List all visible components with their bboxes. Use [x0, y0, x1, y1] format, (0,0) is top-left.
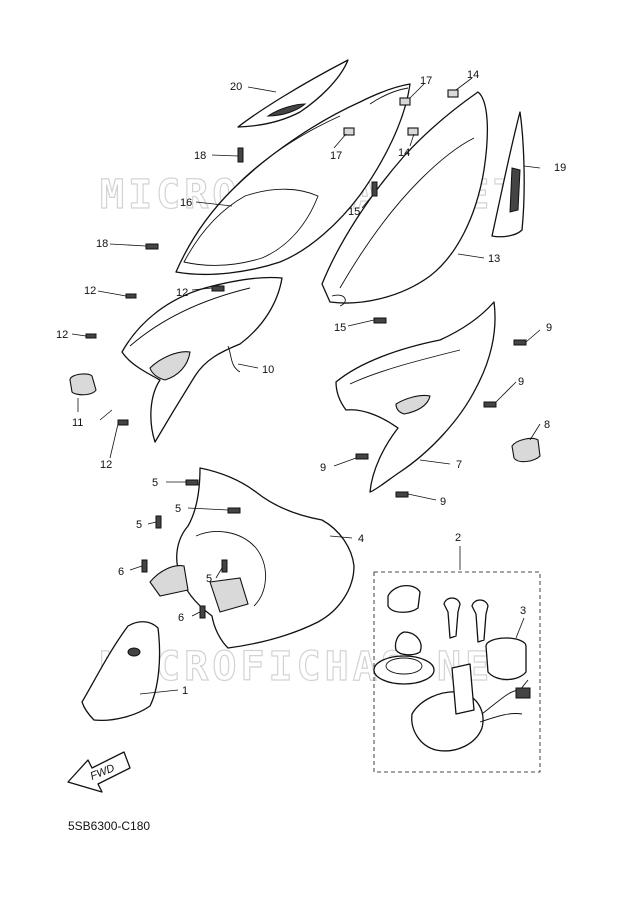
- callout-9: 9: [320, 462, 326, 474]
- part-8-grommet: [511, 437, 541, 463]
- callout-5: 5: [136, 519, 142, 531]
- screw-5c: [155, 515, 162, 529]
- leader-lines: [71, 77, 541, 695]
- nut-17b: [343, 127, 355, 136]
- diagram-code: 5SB6300-C180: [68, 819, 150, 833]
- screw-9c: [355, 453, 369, 460]
- nut-17a: [399, 97, 411, 106]
- callout-12: 12: [100, 459, 112, 471]
- part-7-side-panel: [335, 301, 496, 493]
- callout-9: 9: [546, 322, 552, 334]
- part-20-decal: [237, 59, 349, 128]
- callout-11: 11: [72, 417, 83, 429]
- callout-5: 5: [152, 477, 158, 489]
- screw-15a: [371, 181, 378, 197]
- watermark-bottom: MICROFICHAS.NET: [100, 644, 521, 690]
- screw-15b: [373, 317, 387, 324]
- screw-12a: [125, 293, 137, 299]
- callout-4: 4: [358, 533, 364, 545]
- screw-5d: [221, 559, 228, 573]
- part-3-cap-seal: [485, 637, 527, 681]
- callout-6: 6: [118, 566, 124, 578]
- screw-12c: [85, 333, 97, 339]
- callout-18: 18: [96, 238, 108, 250]
- nut-14a: [447, 89, 459, 98]
- screw-9b: [483, 401, 497, 408]
- callout-8: 8: [544, 419, 550, 431]
- callout-5: 5: [175, 503, 181, 515]
- screw-18a: [237, 147, 244, 163]
- part-4-inner-fender: [149, 467, 355, 649]
- callout-5: 5: [206, 573, 212, 585]
- callout-16: 16: [180, 197, 192, 209]
- callout-12: 12: [56, 329, 68, 341]
- callout-9: 9: [440, 496, 446, 508]
- fasteners: [85, 89, 527, 619]
- callout-18: 18: [194, 150, 206, 162]
- screw-9d: [395, 491, 409, 498]
- part-2-ignition-set: [373, 571, 541, 773]
- screw-12b: [211, 285, 225, 292]
- part-10-side-panel: [121, 276, 283, 443]
- screw-9a: [513, 339, 527, 346]
- screw-5b: [227, 507, 241, 514]
- fwd-arrow: FWD: [67, 751, 131, 793]
- callout-1: 1: [182, 685, 188, 697]
- callout-19: 19: [554, 162, 566, 174]
- part-1-rear-flap: [81, 621, 161, 722]
- callout-20: 20: [230, 81, 242, 93]
- screw-12d: [117, 419, 129, 426]
- callout-10: 10: [262, 364, 274, 376]
- screw-18b: [145, 243, 159, 250]
- callout-9: 9: [518, 376, 524, 388]
- callout-15: 15: [334, 322, 346, 334]
- callout-12: 12: [176, 287, 188, 299]
- part-19-decal: [491, 111, 525, 238]
- callout-7: 7: [456, 459, 462, 471]
- callout-6: 6: [178, 612, 184, 624]
- screw-6a: [141, 559, 148, 573]
- callout-14: 14: [398, 147, 410, 159]
- callout-2: 2: [455, 532, 461, 544]
- callout-17: 17: [420, 75, 432, 87]
- callout-17: 17: [330, 150, 342, 162]
- callout-14: 14: [467, 69, 479, 81]
- screw-5a: [185, 479, 199, 486]
- part-11-grommet: [69, 373, 97, 396]
- callout-3: 3: [520, 605, 526, 617]
- part-13-side-cover: [321, 91, 489, 307]
- screw-6b: [199, 605, 206, 619]
- callout-13: 13: [488, 253, 500, 265]
- callout-15: 15: [348, 206, 360, 218]
- nut-14b: [407, 127, 419, 136]
- callouts: 20 17 14 18 17 14 19 16 15 18 13 12 12 1…: [56, 69, 566, 697]
- callout-12: 12: [84, 285, 96, 297]
